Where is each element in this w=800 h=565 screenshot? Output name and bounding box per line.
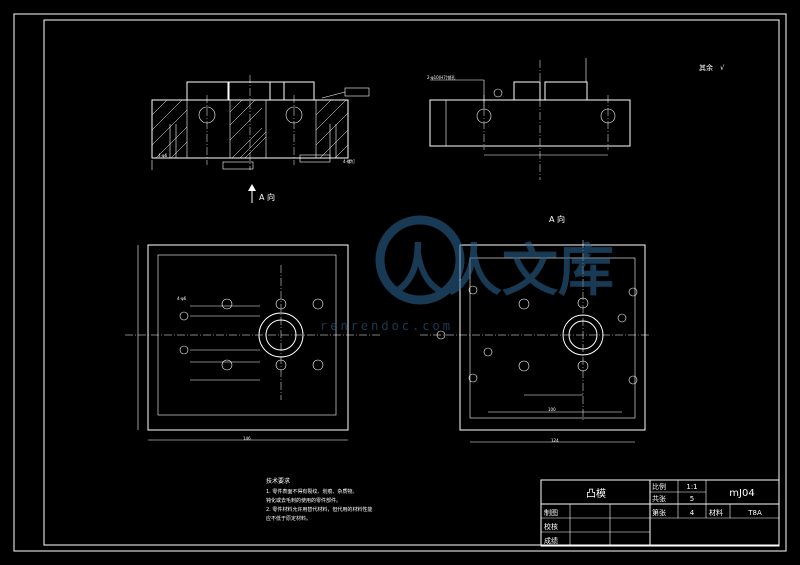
scale-value: 1:1 — [686, 483, 697, 491]
dim-bottom-left: 146 — [243, 436, 251, 441]
svg-text:4-φ6: 4-φ6 — [158, 153, 168, 158]
notes-line-2: 钝化或去毛刺的使用的零件部件。 — [266, 497, 341, 504]
material-value: T8A — [747, 509, 762, 517]
view-a-title: A 向 — [549, 214, 565, 224]
checked-label: 校核 — [544, 522, 558, 531]
left-plan-view: 146 4-φ6 — [125, 244, 380, 441]
inner-frame — [43, 19, 780, 546]
watermark-text: 人人文库 — [390, 239, 614, 304]
dim-bottom-right: 124 — [551, 438, 559, 443]
dim-holes-left: 4-φ6 — [177, 296, 187, 301]
material-label: 材料 — [709, 508, 723, 517]
svg-text:2-φ10(H7)销孔: 2-φ10(H7)销孔 — [427, 74, 455, 80]
scale-label: 比例 — [652, 482, 666, 491]
sheet-label: 第张 — [652, 508, 666, 517]
arrow-a-label: A 向 — [259, 192, 275, 202]
notes-line-1: 1. 零件表面不得有裂纹、划痕、杂质物。 — [266, 488, 357, 495]
roughness-note: 其余 — [699, 63, 713, 72]
notes-line-4: 应不低于原定材料。 — [266, 515, 311, 522]
part-name: 凸模 — [586, 488, 606, 500]
title-block: 凸模 比例 1:1 共张 5 mJ04 第张 4 材料 T8A 制图 校核 成绩 — [540, 479, 780, 547]
outer-frame — [13, 13, 787, 552]
side-view: 2-φ10(H7)销孔 其余 √ — [427, 58, 725, 180]
sheet-number: 4 — [690, 509, 695, 517]
notes-line-3: 2. 零件材料允许用替代材料，但代用的材料性能 — [266, 506, 372, 513]
drawn-label: 制图 — [544, 508, 558, 517]
view-arrow-a: A 向 — [248, 184, 275, 203]
sheets-total: 5 — [690, 495, 694, 503]
front-section-view: 4-φ6 4-螺钉 — [151, 75, 370, 170]
sheets-total-label: 共张 — [652, 494, 666, 503]
watermark-url: renrendoc.com — [320, 319, 453, 333]
right-a-view: A 向 124 100 — [420, 214, 650, 443]
technical-notes: 技术要求 1. 零件表面不得有裂纹、划痕、杂质物。 钝化或去毛刺的使用的零件部件… — [266, 477, 372, 522]
svg-text:√: √ — [720, 64, 725, 72]
svg-text:4-螺钉: 4-螺钉 — [343, 158, 355, 164]
dim-right-front: 100 — [548, 407, 556, 412]
notes-header: 技术要求 — [266, 477, 290, 485]
drawing-number: mJ04 — [729, 488, 754, 499]
watermark: 人人文库 renrendoc.com — [320, 215, 614, 333]
made-label: 成绩 — [544, 536, 558, 545]
